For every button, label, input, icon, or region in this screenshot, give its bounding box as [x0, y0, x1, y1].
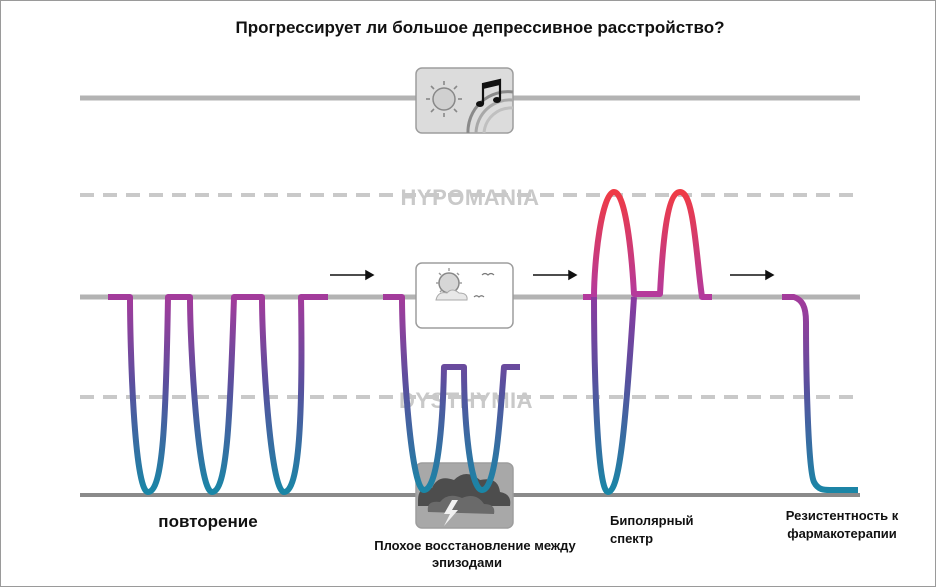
bird-icon [473, 272, 495, 298]
sun-icon [426, 81, 462, 117]
treatment-resistance-curve [782, 294, 858, 493]
bipolar-depression-curve [591, 296, 637, 495]
lightning-icon [444, 500, 458, 526]
arrow-right-icon [730, 269, 775, 281]
music-note-icon [476, 78, 502, 107]
sun-icon [436, 268, 462, 294]
poor-recovery-mood-curve [383, 294, 520, 493]
recurrence-label: повторение [158, 512, 257, 531]
resistance-label-line1: Резистентность к [786, 508, 899, 523]
hypomania-episodes-curve [583, 189, 712, 300]
hypomania-label: HYPOMANIA [401, 185, 540, 210]
bipolar-label-line1: Биполярный [610, 513, 694, 528]
negative-mood-icon-box [415, 462, 514, 529]
resistance-label-line2: фармакотерапии [787, 526, 897, 541]
arrow-right-icon [330, 269, 375, 281]
recurrence-mood-curve [108, 294, 328, 495]
poor-recovery-label-line1: Плохое восстановление между [374, 538, 576, 553]
arrow-right-icon [533, 269, 578, 281]
neutral-mood-icon-box [415, 262, 514, 329]
page-title: Прогрессирует ли большое депрессивное ра… [236, 18, 725, 37]
bipolar-label-line2: спектр [610, 531, 653, 546]
storm-cloud-icon [418, 474, 511, 514]
positive-mood-icon-box [415, 67, 514, 134]
poor-recovery-label-line2: эпизодами [432, 555, 502, 570]
cloud-icon [435, 289, 468, 301]
